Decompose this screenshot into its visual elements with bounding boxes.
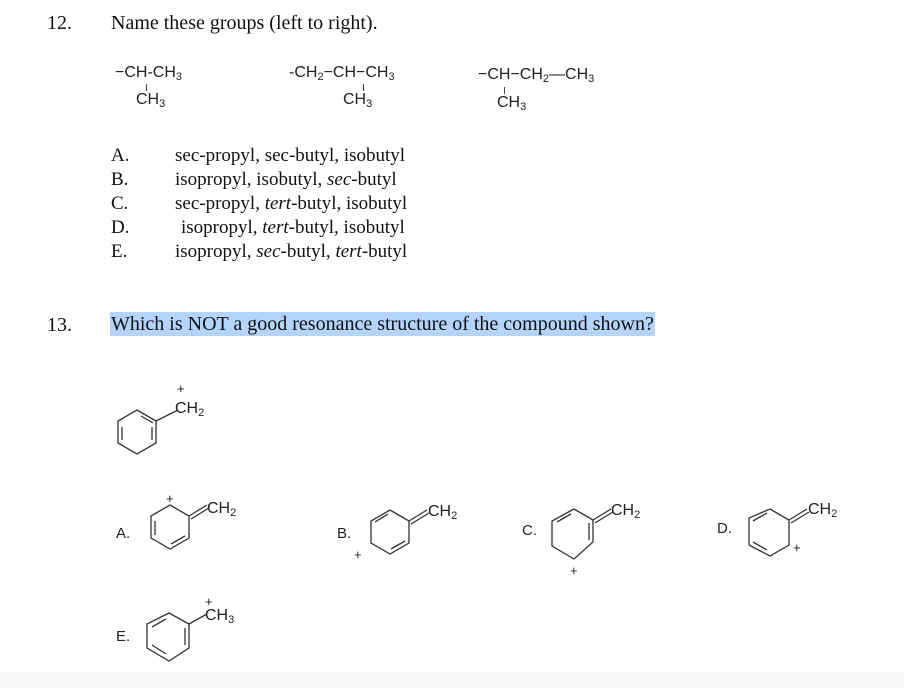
option-letter: D. [111,217,130,238]
option-e-ch3: CH3 [205,607,234,626]
option-b-ch2: CH2 [428,503,457,522]
group-1-branch: CH3 [136,91,165,110]
option-text-part: -butyl, isobutyl [288,217,405,238]
option-text-italic: sec [327,169,352,190]
group-2-rest: −CH−CH [323,64,389,81]
group-3-main: −CH−CH [478,66,543,83]
option-text-italic: tert [264,193,292,214]
group-1-branch-sub: 3 [159,98,166,110]
sub: 2 [230,507,237,519]
group-3-branch-text: CH [497,94,521,111]
group-3-bond [504,87,505,94]
option-text-part: -butyl, isobutyl [291,193,408,214]
sub: 3 [228,614,235,626]
label: CH [428,503,452,520]
question-13-number: 13. [47,314,72,336]
group-2-branch-sub: 3 [366,98,373,110]
group-1-main: −CH-CH [115,64,176,81]
group-1-formula: −CH-CH3 [115,64,182,83]
option-text: sec-propyl, sec-butyl, isobutyl [175,145,405,167]
option-text: isopropyl, tert-butyl, isobutyl [181,217,405,239]
group-2-bond [363,84,364,91]
option-a-ch2: CH2 [207,500,236,519]
option-text-part: isopropyl, isobutyl, [175,169,328,190]
question-13-prompt[interactable]: Which is NOT a good resonance structure … [110,312,655,336]
group-3-branch-sub: 3 [520,101,527,113]
page-bottom-edge [0,672,904,688]
positive-charge-icon: + [205,594,213,609]
group-2-formula: -CH2−CH−CH3 [289,64,395,83]
option-letter: A. [111,145,130,166]
option-d-ch2: CH2 [808,501,837,520]
compound-ch2-label: CH2 [175,400,204,419]
positive-charge-icon: + [166,491,174,506]
positive-charge-icon: + [177,381,185,396]
option-text-part: isopropyl, [181,217,263,238]
sub: 2 [831,508,838,520]
group-2-main: -CH [289,64,318,81]
sub: 2 [634,509,641,521]
question-12-prompt: Name these groups (left to right). [111,12,378,34]
option-text-italic: tert [335,241,362,262]
label: CH [808,501,832,518]
label: CH [205,607,229,624]
option-text-part: -butyl [361,241,408,262]
label: CH [611,502,635,519]
group-3-branch: CH3 [497,94,526,113]
option-text-part: sec-propyl, [175,193,265,214]
option-text-part: -butyl, [280,241,336,262]
q13-option-e-letter[interactable]: E. [116,628,131,645]
question-12-number: 12. [47,12,72,34]
label: CH [207,500,231,517]
q13-option-c-letter[interactable]: C. [522,522,537,539]
group-3-formula: −CH−CH2—CH3 [478,66,594,85]
group-2-branch: CH3 [343,91,372,110]
group-3-sub1: 2 [542,73,550,85]
option-letter: B. [111,169,129,190]
sub: 2 [451,510,458,522]
group-3-rest: —CH [549,66,589,83]
option-text-part: -butyl [351,169,397,190]
group-2-branch-text: CH [343,91,367,108]
option-text-part: sec-propyl, sec-butyl, isobutyl [175,145,406,166]
option-text: sec-propyl, tert-butyl, isobutyl [175,193,407,215]
option-text: isopropyl, sec-butyl, tert-butyl [175,241,407,263]
compound-label: CH [175,400,199,417]
option-c-ch2: CH2 [611,502,640,521]
q13-option-a-letter[interactable]: A. [116,525,131,542]
group-2-sub2: 3 [388,71,395,83]
q13-option-b-letter[interactable]: B. [337,525,352,542]
group-1-branch-text: CH [136,91,160,108]
q13-option-d-letter[interactable]: D. [717,520,732,537]
group-1-main-sub: 3 [175,71,183,83]
option-letter: C. [111,193,129,214]
option-text: isopropyl, isobutyl, sec-butyl [175,169,397,191]
selected-text-highlight[interactable]: Which is NOT a good resonance structure … [110,312,655,336]
option-letter: E. [111,241,128,262]
option-text-part: isopropyl, [175,241,257,262]
positive-charge-icon: + [793,540,801,555]
group-2-sub1: 2 [317,71,324,83]
option-text-italic: tert [262,217,289,238]
compound-sub: 2 [198,407,205,419]
option-text-italic: sec [256,241,281,262]
positive-charge-icon: + [570,563,578,578]
positive-charge-icon: + [354,547,362,562]
group-3-sub2: 3 [588,73,595,85]
group-1-bond [146,84,147,91]
